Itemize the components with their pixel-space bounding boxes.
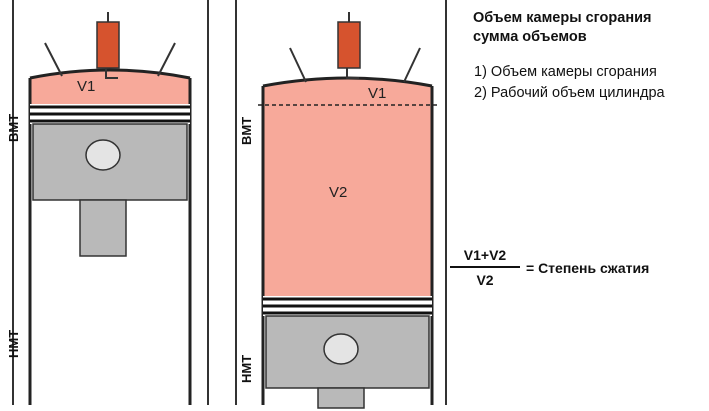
compression-ratio-fraction: V1+V2 V2 [450, 247, 520, 288]
right-exhaust-valve [403, 47, 421, 83]
left-piston-pin [85, 139, 121, 171]
left-spark-plug-electrode [105, 68, 118, 79]
left-exhaust-valve [157, 42, 176, 77]
title-line-1: Объем камеры сгорания [473, 10, 652, 26]
right-connecting-rod [317, 387, 365, 409]
right-cylinder [235, 0, 447, 409]
list-item-2: 2) Рабочий объем цилиндра [474, 85, 665, 101]
fraction-bar [450, 266, 520, 268]
left-combustion-chamber [30, 70, 190, 104]
right-spark-plug [337, 21, 361, 69]
right-intake-valve [289, 47, 307, 83]
list-item-1: 1) Объем камеры сгорания [474, 64, 657, 80]
left-v1-label: V1 [77, 78, 96, 95]
left-cylinder-head [29, 68, 191, 80]
fraction-numerator: V1+V2 [463, 247, 507, 263]
right-tdc-marker: ВМТ [239, 116, 254, 145]
right-combustion-chamber [263, 78, 432, 296]
left-bdc-marker: НМТ [6, 329, 21, 358]
title-line-2: сумма объемов [473, 29, 587, 45]
left-cylinder [12, 0, 209, 405]
left-spark-plug [96, 21, 120, 69]
left-tdc-marker: ВМТ [6, 113, 21, 142]
right-v2-label: V2 [329, 184, 348, 201]
left-intake-valve [44, 42, 63, 77]
right-v1-label: V1 [368, 85, 387, 102]
left-connecting-rod [79, 199, 127, 257]
right-spark-plug-electrode [346, 68, 359, 79]
right-bdc-marker: НМТ [239, 354, 254, 383]
fraction-denominator: V2 [476, 272, 494, 288]
right-piston-pin [323, 333, 359, 365]
compression-ratio-result: = Степень сжатия [526, 260, 650, 276]
